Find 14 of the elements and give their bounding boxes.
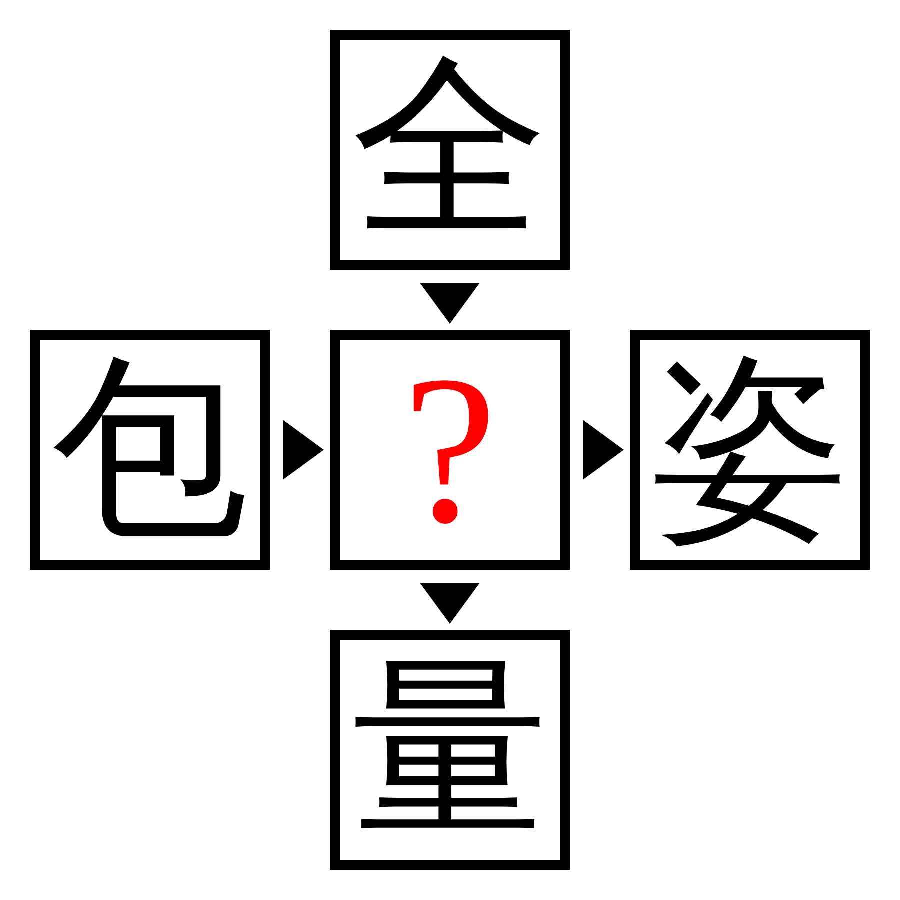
arrow-head (420, 283, 480, 324)
character: 全 (352, 52, 548, 248)
arrow-head (583, 420, 624, 480)
square-box (330, 330, 570, 570)
square-box (330, 630, 570, 870)
arrow-head (283, 420, 324, 480)
character: 姿 (652, 352, 848, 548)
arrow-head (420, 583, 480, 624)
square-box (30, 330, 270, 570)
square-box (630, 330, 870, 570)
question-mark: ? (402, 344, 498, 556)
character: 包 (52, 352, 248, 548)
character: 量 (352, 652, 548, 848)
square-box (330, 30, 570, 270)
